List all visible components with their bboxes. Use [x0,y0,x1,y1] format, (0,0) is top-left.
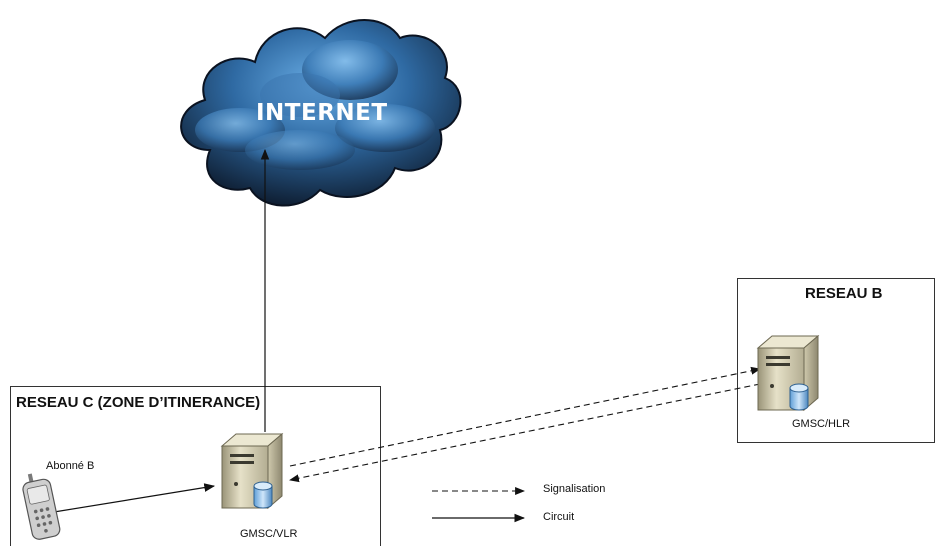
legend-signalisation-label: Signalisation [543,483,606,495]
database-icon [789,383,809,411]
server-database-icon [220,432,284,510]
signalisation-vlr-to-hlr-line [289,366,761,467]
circuit-phone-to-vlr-line [53,483,216,513]
network-b-box [737,278,935,443]
mobile-phone-icon [22,473,61,540]
network-b-title: RESEAU B [805,285,883,302]
server-database-icon [756,334,820,412]
signalisation-hlr-to-vlr-line [289,383,761,483]
gmsc-vlr-label: GMSC/VLR [240,528,298,540]
internet-cloud [180,19,462,207]
network-c-box [10,386,381,546]
gmsc-hlr-label: GMSC/HLR [792,418,851,430]
database-icon [253,481,273,509]
internet-label: INTERNET [256,100,388,126]
legend-circuit-label: Circuit [543,511,575,523]
network-c-title: RESEAU C (ZONE D’ITINERANCE) [16,394,261,411]
subscriber-label: Abonné B [46,460,95,472]
